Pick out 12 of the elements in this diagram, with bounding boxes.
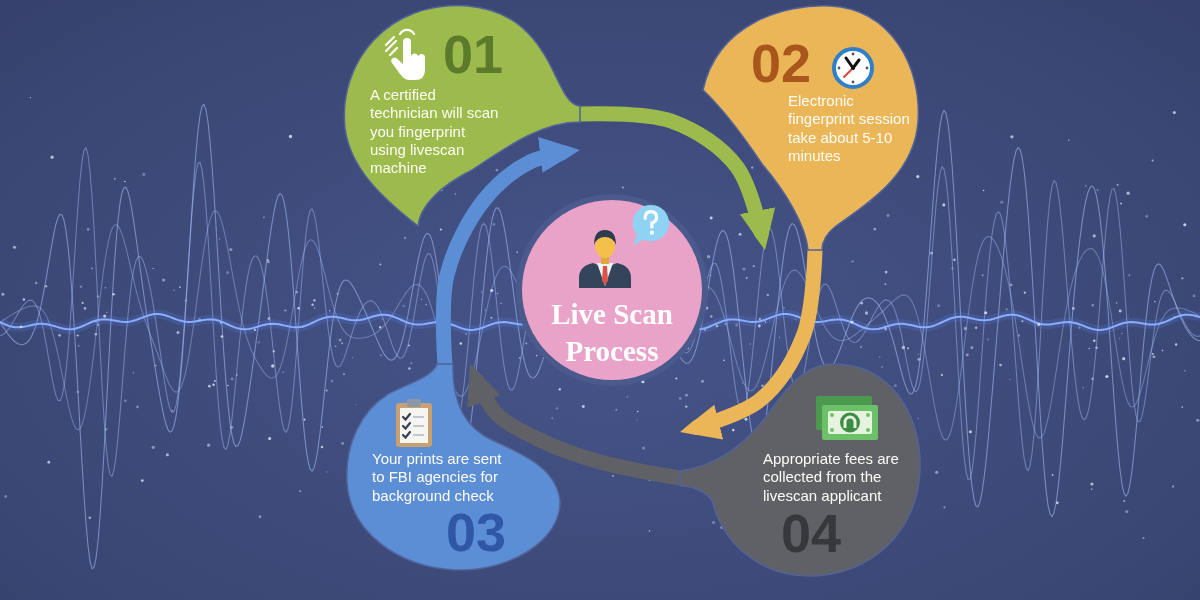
step-description: Electronic fingerprint session take about 5-10 minutes bbox=[788, 92, 911, 166]
center-title: Live Scan Process bbox=[550, 297, 674, 369]
step-number: 02 bbox=[751, 36, 812, 90]
speech-bubble bbox=[680, 362, 922, 577]
speech-bubble bbox=[700, 4, 922, 250]
curved-arrow bbox=[435, 137, 581, 365]
step-description: A certified technician will scan you fingerprint using livescan machine bbox=[370, 86, 500, 178]
curved-arrow bbox=[579, 106, 775, 252]
step-description: Appropriate fees are collected from the livescan applicant bbox=[763, 450, 900, 505]
step-number: 01 bbox=[443, 27, 504, 81]
step-description: Your prints are sent to FBI agencies for background check bbox=[372, 450, 503, 505]
curved-arrow bbox=[678, 249, 823, 440]
